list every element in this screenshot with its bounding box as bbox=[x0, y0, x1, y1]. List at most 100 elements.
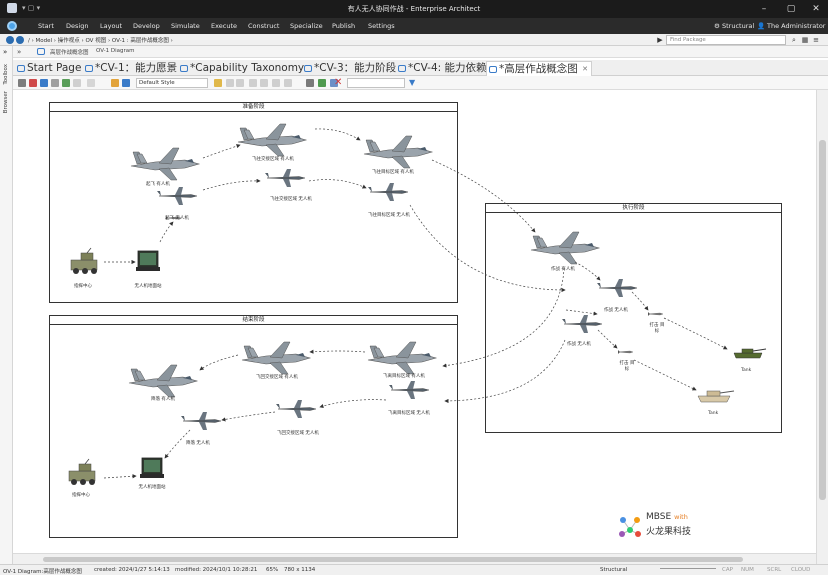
font-color-icon[interactable] bbox=[29, 79, 37, 87]
ea-logo-icon[interactable] bbox=[7, 21, 17, 31]
tank-2-icon[interactable] bbox=[697, 390, 735, 403]
missile-1-icon[interactable] bbox=[647, 311, 664, 317]
label-tank-2: Tank bbox=[708, 411, 719, 416]
tab-start-page[interactable]: Start Page bbox=[15, 61, 81, 76]
uav-leave-target-icon[interactable] bbox=[388, 380, 430, 400]
diagram-caption-bar: » 高层作战概念图 OV-1 Diagram bbox=[13, 46, 828, 58]
tab-label: *CV-1：能力愿景 bbox=[95, 62, 178, 74]
grid-icon[interactable] bbox=[236, 79, 244, 87]
tank-1-icon[interactable] bbox=[733, 348, 767, 359]
jet-landing-icon[interactable] bbox=[128, 364, 198, 398]
user-name[interactable]: The Administrator bbox=[767, 22, 826, 30]
align-icon[interactable] bbox=[87, 79, 95, 87]
format-painter-icon[interactable] bbox=[111, 79, 119, 87]
browse-icon[interactable]: ▦ bbox=[801, 36, 809, 44]
tab-ov1-active[interactable]: *高层作战概念图 ✕ bbox=[486, 61, 592, 76]
back-icon[interactable] bbox=[6, 36, 14, 44]
forward-icon[interactable] bbox=[16, 36, 24, 44]
toolbar-filter-input[interactable] bbox=[347, 78, 405, 88]
command-truck-end-icon[interactable] bbox=[68, 458, 96, 486]
perspective-dropdown[interactable]: Structural bbox=[722, 22, 755, 30]
add-element-icon[interactable] bbox=[318, 79, 326, 87]
jet-combat-icon[interactable] bbox=[530, 231, 600, 265]
distribute-icon[interactable] bbox=[272, 79, 280, 87]
size-icon[interactable] bbox=[284, 79, 292, 87]
jet-target-icon[interactable] bbox=[363, 135, 433, 169]
menu-icon[interactable]: ≡ bbox=[813, 36, 819, 44]
menu-simulate[interactable]: Simulate bbox=[171, 22, 200, 30]
pick-color-icon[interactable] bbox=[122, 79, 130, 87]
minimize-button[interactable]: – bbox=[761, 4, 767, 14]
layout-icon[interactable] bbox=[226, 79, 234, 87]
tab-label: *CV-3：能力阶段 bbox=[314, 62, 397, 74]
menu-publish[interactable]: Publish bbox=[332, 22, 356, 30]
tab-label: *Capability Taxonomy bbox=[190, 62, 305, 74]
status-scrl: SCRL bbox=[767, 567, 782, 573]
border-icon[interactable] bbox=[73, 79, 81, 87]
frame-exec-phase[interactable]: 执行阶段 bbox=[485, 203, 782, 433]
menu-construct[interactable]: Construct bbox=[248, 22, 280, 30]
missile-2-icon[interactable] bbox=[617, 349, 634, 355]
pointer-icon[interactable] bbox=[306, 79, 314, 87]
maximize-button[interactable]: ▢ bbox=[786, 4, 796, 14]
mbse-logo-icon bbox=[619, 517, 641, 537]
menu-start[interactable]: Start bbox=[38, 22, 54, 30]
jet-takeoff-icon[interactable] bbox=[130, 147, 200, 181]
zoom-icon[interactable] bbox=[249, 79, 257, 87]
ground-station-icon[interactable] bbox=[135, 250, 161, 272]
delete-icon[interactable]: ✕ bbox=[334, 77, 343, 88]
close-tab-icon[interactable]: ✕ bbox=[582, 65, 588, 73]
jet-handover-icon[interactable] bbox=[237, 123, 307, 157]
style-select[interactable]: Default Style bbox=[136, 78, 208, 88]
tab-cv4[interactable]: *CV-4: 能力依赖 bbox=[396, 61, 487, 76]
horizontal-scroll-thumb[interactable] bbox=[43, 557, 743, 562]
find-package-input[interactable]: Find Package bbox=[666, 35, 786, 45]
label-jet-takeoff: 起飞 有人机 bbox=[146, 182, 170, 187]
command-truck-icon[interactable] bbox=[70, 247, 98, 275]
frame-prep-phase[interactable]: 准备阶段 bbox=[49, 102, 458, 303]
tab-cv1[interactable]: *CV-1：能力愿景 bbox=[83, 61, 177, 76]
menu-design[interactable]: Design bbox=[66, 22, 89, 30]
menu-execute[interactable]: Execute bbox=[211, 22, 237, 30]
go-arrow-icon[interactable]: ▶ bbox=[657, 36, 663, 44]
tab-capability-taxonomy[interactable]: *Capability Taxonomy bbox=[178, 61, 304, 76]
snap-icon[interactable] bbox=[260, 79, 268, 87]
expand-icon[interactable]: » bbox=[3, 48, 8, 56]
jet-return-handover-icon[interactable] bbox=[241, 341, 311, 375]
uav-takeoff-icon[interactable] bbox=[156, 186, 198, 206]
close-button[interactable]: ✕ bbox=[812, 4, 820, 14]
line-color-icon[interactable] bbox=[51, 79, 59, 87]
vertical-scrollbar[interactable] bbox=[816, 90, 828, 564]
app-icon bbox=[7, 3, 17, 13]
quick-access-icons[interactable]: ▾ ▢ ▾ bbox=[22, 4, 41, 12]
apply-style-icon[interactable] bbox=[214, 79, 222, 87]
search-icon[interactable]: ⌕ bbox=[792, 36, 796, 44]
uav-landing-icon[interactable] bbox=[180, 411, 222, 431]
pin-icon[interactable]: » bbox=[17, 48, 22, 56]
filter-icon[interactable]: ▼ bbox=[409, 78, 416, 87]
jet-leave-target-icon[interactable] bbox=[367, 341, 437, 375]
zoom-slider[interactable] bbox=[660, 568, 716, 572]
properties-icon[interactable] bbox=[330, 79, 338, 87]
uav-combat-2-icon[interactable] bbox=[561, 314, 603, 334]
label-uav-combat-2: 作战 无人机 bbox=[567, 342, 591, 347]
tab-cv3[interactable]: *CV-3：能力阶段 bbox=[302, 61, 396, 76]
breadcrumb[interactable]: / › Model › 操作视点 › OV 视图 › OV-1 : 高层作战概念… bbox=[28, 38, 173, 44]
menu-specialize[interactable]: Specialize bbox=[290, 22, 323, 30]
menu-settings[interactable]: Settings bbox=[368, 22, 395, 30]
watermark-with: with bbox=[674, 513, 688, 521]
uav-target-icon[interactable] bbox=[367, 182, 409, 202]
menu-develop[interactable]: Develop bbox=[133, 22, 160, 30]
label-command-center-end: 指挥中心 bbox=[72, 493, 90, 498]
uav-handover-icon[interactable] bbox=[264, 168, 306, 188]
font-icon[interactable] bbox=[18, 79, 26, 87]
horizontal-scrollbar[interactable] bbox=[13, 553, 816, 564]
fill-color-icon[interactable] bbox=[40, 79, 48, 87]
ground-station-end-icon[interactable] bbox=[139, 457, 165, 479]
vertical-scroll-thumb[interactable] bbox=[819, 140, 826, 500]
uav-return-handover-icon[interactable] bbox=[275, 399, 317, 419]
gear-icon[interactable]: ⚙ bbox=[714, 22, 720, 30]
uav-combat-1-icon[interactable] bbox=[596, 278, 638, 298]
menu-layout[interactable]: Layout bbox=[100, 22, 123, 30]
line-width-icon[interactable] bbox=[62, 79, 70, 87]
